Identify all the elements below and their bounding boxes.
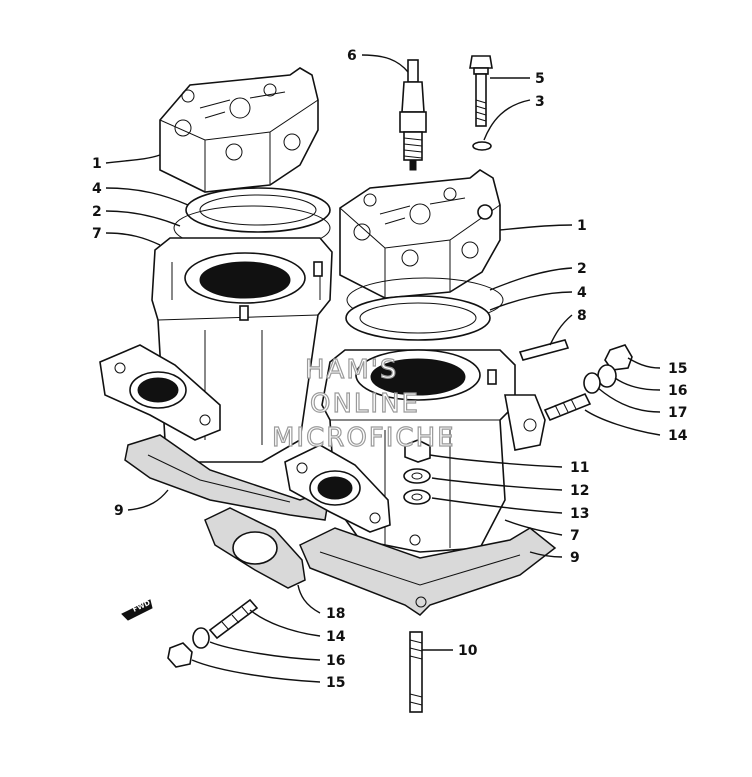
callout-15-right: 15: [668, 361, 687, 377]
left-head-gasket-4: [185, 187, 331, 233]
callout-16-left: 16: [326, 653, 345, 669]
head-bolt: [469, 55, 493, 127]
callout-17: 17: [668, 405, 687, 421]
right-cylinder-head: [339, 169, 501, 299]
callout-13: 13: [570, 506, 589, 522]
callout-3: 3: [535, 94, 545, 110]
callout-1-right: 1: [577, 218, 587, 234]
callout-11: 11: [570, 460, 589, 476]
callout-14-left: 14: [326, 629, 346, 645]
callout-4-left: 4: [92, 181, 102, 197]
callout-4-right: 4: [577, 285, 587, 301]
watermark-line-1: HAM'S: [305, 355, 398, 385]
callout-18: 18: [326, 606, 345, 622]
callout-8: 8: [577, 308, 587, 324]
fwd-arrow-icon: FWD: [121, 599, 153, 621]
callout-14-right: 14: [668, 428, 688, 444]
callout-9-right: 9: [570, 550, 580, 566]
callout-6: 6: [347, 48, 357, 64]
right-exhaust-flange: [284, 444, 391, 533]
right-base-gasket-4: [345, 295, 491, 341]
callout-9-left: 9: [114, 503, 124, 519]
right-flange-gasket-18: [204, 507, 306, 589]
watermark-line-3: MICROFICHE: [272, 423, 456, 453]
callout-10: 10: [458, 643, 478, 659]
watermark: HAM'S ONLINE MICROFICHE: [271, 354, 456, 453]
left-cylinder-head: [159, 67, 319, 193]
left-flange-gasket-9: [124, 434, 331, 521]
callout-2-left: 2: [92, 204, 102, 220]
center-nut-washers: [403, 439, 431, 505]
long-stud: [409, 631, 423, 713]
watermark-line-2: ONLINE: [310, 389, 420, 419]
right-stud-nut-stack: [543, 344, 633, 422]
left-exhaust-flange: [99, 344, 221, 441]
callout-2-right: 2: [577, 261, 587, 277]
left-stud-nut-stack: [167, 598, 259, 668]
callout-5: 5: [535, 71, 545, 87]
callout-7-right: 7: [570, 528, 580, 544]
callout-7-left: 7: [92, 226, 102, 242]
leader-lines: [105, 54, 661, 683]
bolt-washer: [472, 141, 492, 151]
right-base-gasket-9: [299, 527, 557, 616]
spark-plug: [399, 59, 427, 171]
callout-numbers: 1 4 2 7 9 6 5 3 1 2 4 8 15 16 17 14 11 1…: [92, 48, 688, 691]
callout-1-left: 1: [92, 156, 102, 172]
callout-15-left: 15: [326, 675, 345, 691]
callout-16-right: 16: [668, 383, 687, 399]
callout-12: 12: [570, 483, 589, 499]
dowel-pin: [518, 339, 570, 361]
